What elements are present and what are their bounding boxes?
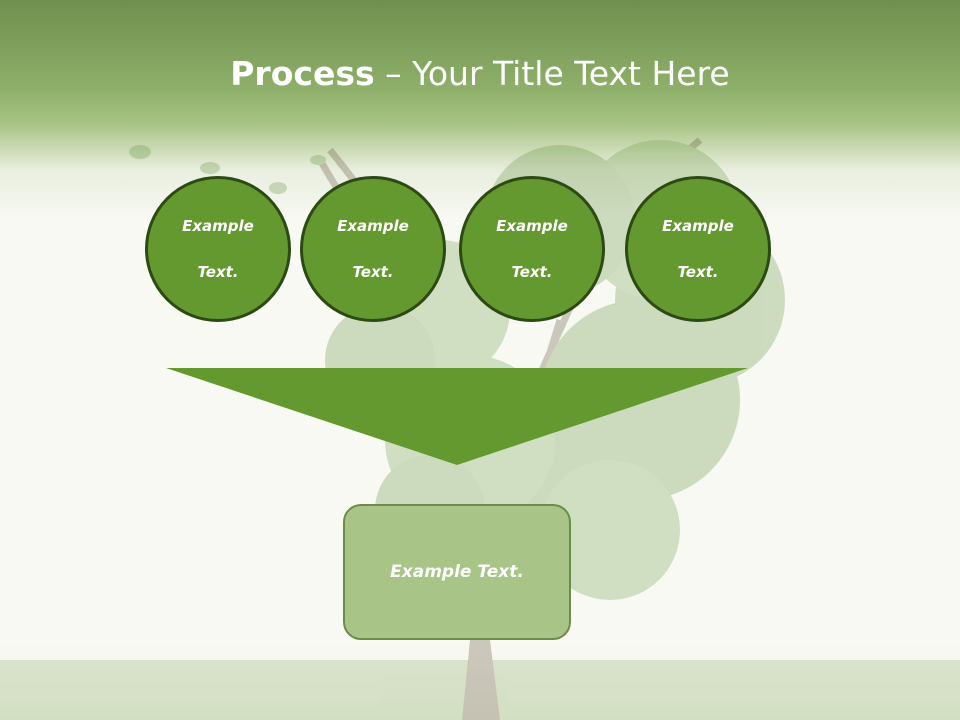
circle-3-line-1: Example — [496, 216, 568, 235]
circle-2-line-1: Example — [337, 216, 409, 235]
circle-4-line-2: Text. — [677, 262, 719, 281]
circle-1-line-2: Text. — [197, 262, 239, 281]
result-box-label: Example Text. — [390, 562, 524, 582]
funnel-triangle — [166, 368, 748, 465]
funnel-triangle-shape — [166, 368, 748, 465]
title-rest-text: – Your Title Text Here — [374, 54, 730, 93]
circle-1-line-1: Example — [182, 216, 254, 235]
circle-3-line-2: Text. — [511, 262, 553, 281]
slide-title: Process – Your Title Text Here — [0, 52, 960, 96]
title-bold-text: Process — [230, 54, 375, 93]
circle-2-line-2: Text. — [352, 262, 394, 281]
circle-4-line-1: Example — [662, 216, 734, 235]
result-box: Example Text. — [343, 504, 571, 640]
